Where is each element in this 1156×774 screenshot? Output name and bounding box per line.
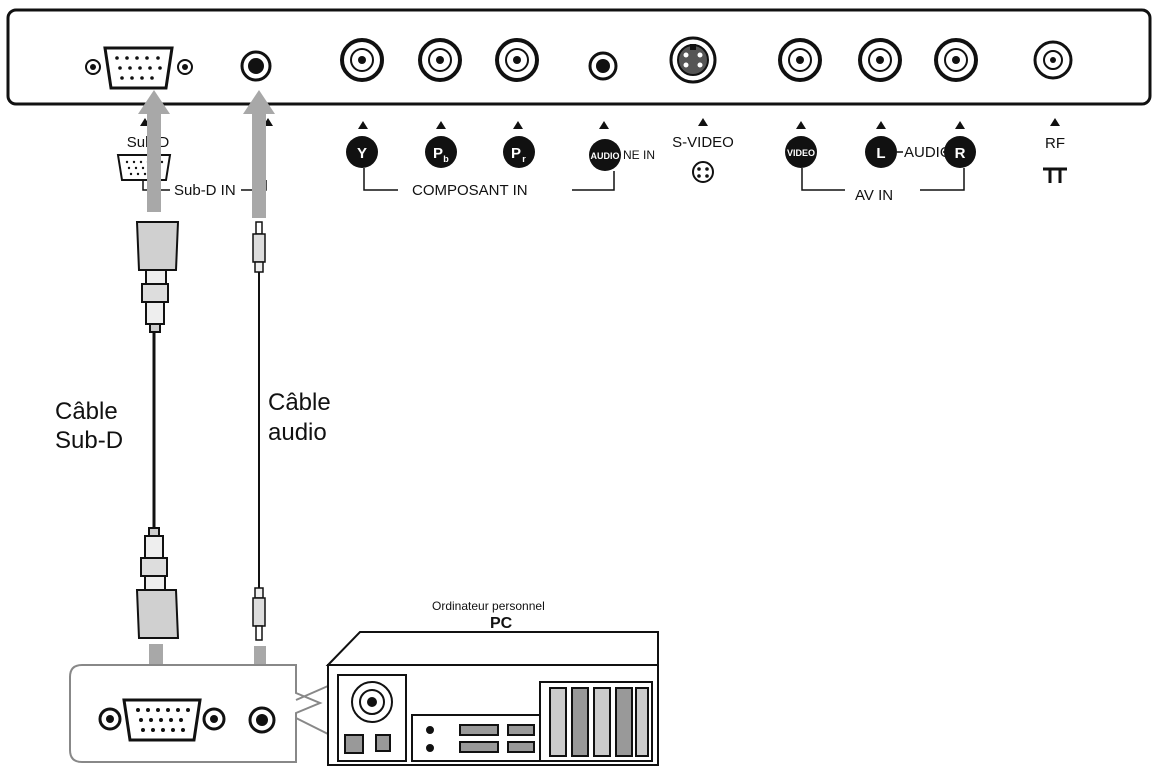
subd-connector-bottom [135,527,180,639]
label-s-video: S-VIDEO [672,134,734,151]
label-pc-caption: Ordinateur personnel [432,599,545,613]
svg-text:P: P [433,145,443,162]
svg-text:R: R [955,145,966,162]
label-subd-cable-line1: Câble [55,398,118,425]
svg-text:VIDEO: VIDEO [787,148,815,158]
rca-jack-y [340,38,384,82]
badge-r: R [944,136,976,168]
label-subd-cable-line2: Sub-D [55,427,123,454]
s-video-port [669,36,717,84]
label-av-in: AV IN [855,187,893,204]
tv-back-panel [6,8,1152,106]
rf-antenna-icon [1043,167,1067,183]
port-markers [140,118,1060,129]
label-subd-in: Sub-D IN [174,182,236,199]
av-in-bracket-right [920,168,965,191]
svg-text:P: P [511,145,521,162]
subd-mini-icon [116,154,172,181]
audio-jack-port [240,50,272,82]
badge-video: VIDEO [785,136,817,168]
s-video-mini-icon [692,161,714,183]
audio-plug-bottom [252,587,266,641]
line-in-jack [588,51,618,81]
pc-rear-illustration [325,631,659,766]
pc-port-callout [69,664,329,763]
label-rf: RF [1045,135,1065,152]
subd-connector-top [135,221,180,333]
composant-bracket-left [363,168,398,191]
badge-pb: P b [425,136,457,168]
arrow-audio-up [243,90,275,218]
label-pc: PC [490,615,513,632]
svg-text:b: b [443,154,449,164]
composant-bracket-right [572,171,615,191]
label-composant-in: COMPOSANT IN [412,182,528,199]
label-audio-cable-line1: Câble [268,389,331,416]
audio-plug-top [252,221,266,273]
badge-y: Y [346,136,378,168]
rf-port [1033,40,1073,80]
badge-audio: AUDIO [589,139,621,171]
badge-l: L [865,136,897,168]
rca-jack-r [934,38,978,82]
rca-jack-l [858,38,902,82]
label-audio: AUDIO [904,144,952,161]
svg-text:Y: Y [357,145,367,162]
svg-text:L: L [876,145,885,162]
subd-port [85,46,193,90]
badge-pr: P r [503,136,535,168]
av-in-bracket-left [801,168,845,191]
label-line-in: NE IN [623,148,655,162]
rca-jack-video [778,38,822,82]
rca-jack-pb [418,38,462,82]
label-audio-cable-line2: audio [268,419,327,446]
rca-jack-pr [495,38,539,82]
svg-text:r: r [522,154,526,164]
svg-text:AUDIO: AUDIO [591,151,620,161]
arrow-subd-up [138,90,170,212]
